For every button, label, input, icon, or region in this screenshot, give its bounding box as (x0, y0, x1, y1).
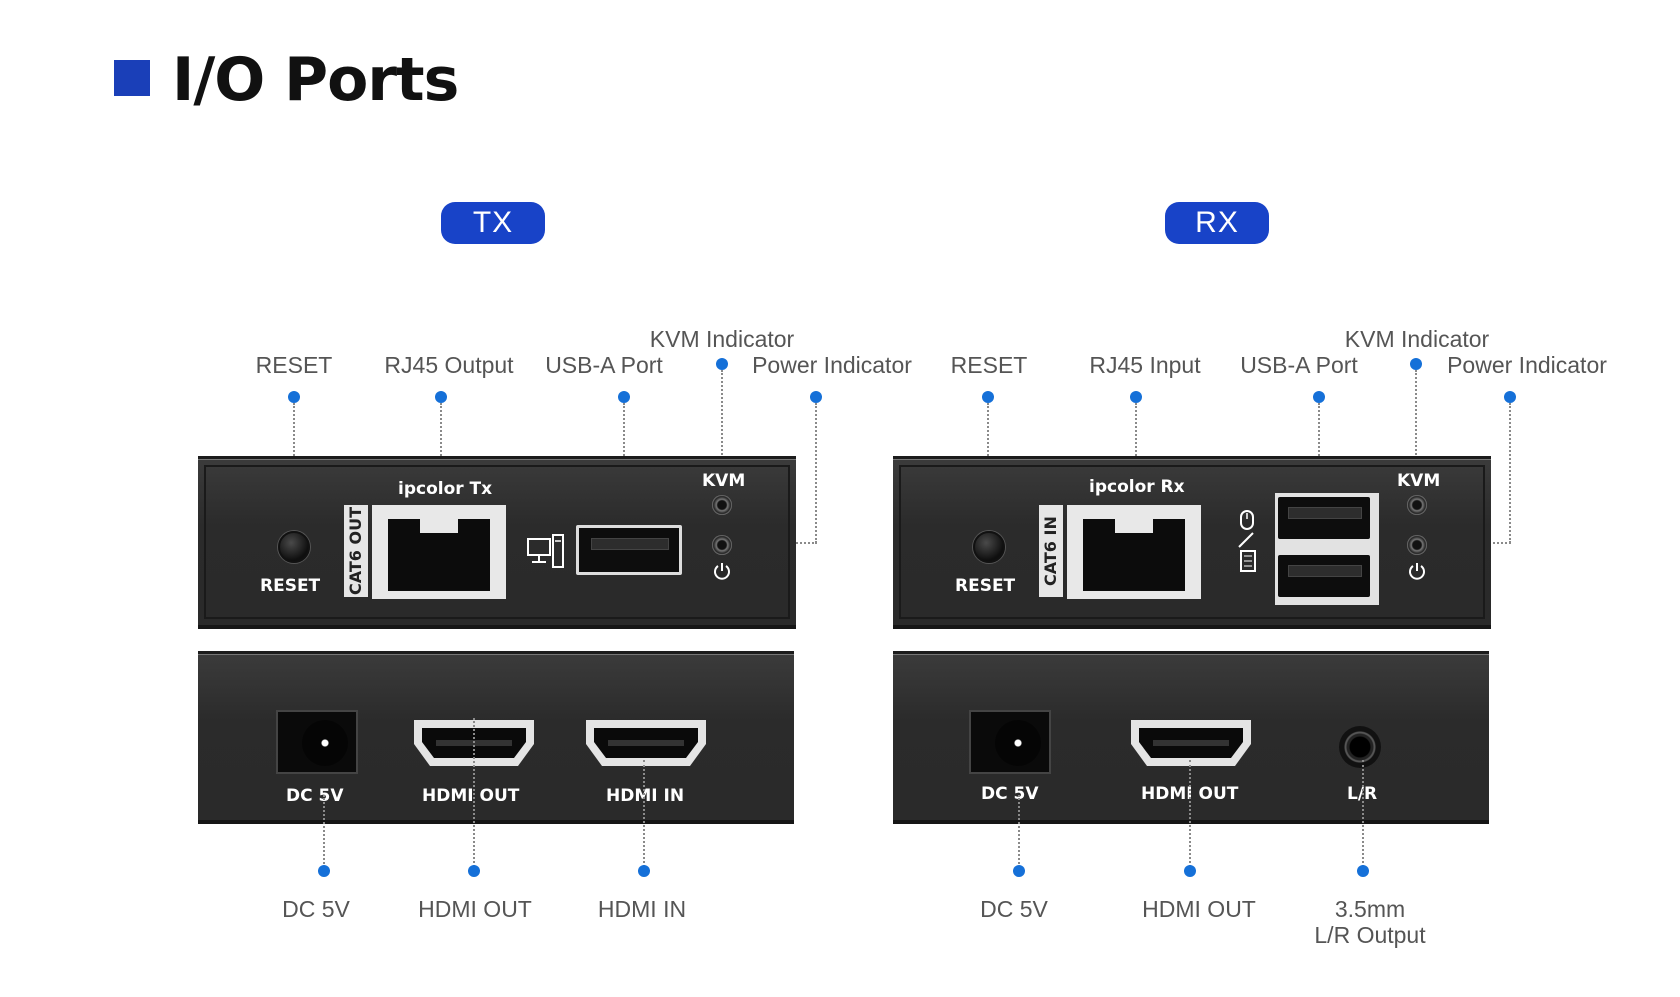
rx-front-bezel (899, 465, 1485, 619)
rx-reset-label: RESET (955, 576, 1016, 596)
tx-leader-power-v (815, 403, 817, 543)
rx-leader-hdmi-out (1189, 760, 1191, 871)
tx-callout-dc: DC 5V (282, 896, 350, 922)
rx-dot-reset (982, 391, 994, 403)
tx-callout-usb: USB-A Port (545, 352, 663, 378)
tx-kvm-label: KVM (702, 471, 746, 491)
tx-reset-button[interactable] (278, 531, 310, 563)
tx-front-bezel (204, 465, 790, 619)
tx-callout-hdmi-in: HDMI IN (597, 896, 687, 922)
tx-hdmi-in-label: HDMI IN (606, 786, 685, 806)
tx-usb-tongue (591, 538, 669, 550)
rx-dot-usb (1313, 391, 1325, 403)
tx-cat6-label: CAT6 OUT (344, 505, 368, 597)
rx-front-panel: ipcolor Rx RESET CAT6 IN KVM (893, 456, 1491, 629)
tx-hdmi-in-port[interactable] (584, 718, 708, 768)
tx-dc-input[interactable] (276, 710, 358, 774)
tx-reset-label: RESET (260, 576, 321, 596)
rx-callout-rj45: RJ45 Input (1089, 352, 1201, 378)
tx-dot-reset (288, 391, 300, 403)
rx-callout-usb: USB-A Port (1240, 352, 1358, 378)
rx-kvm-label: KVM (1397, 471, 1441, 491)
rx-dot-dc (1013, 865, 1025, 877)
rx-usb-stack (1275, 493, 1379, 605)
tx-front-panel: ipcolor Tx RESET CAT6 OUT KVM (198, 456, 796, 629)
tx-callout-reset: RESET (255, 352, 333, 378)
rx-rj45-port[interactable] (1067, 505, 1201, 599)
tx-hdmi-out-label: HDMI OUT (422, 786, 520, 806)
rx-dc-jack (995, 720, 1041, 766)
tx-brand-label: ipcolor Tx (398, 479, 493, 499)
tx-usb-a-port[interactable] (576, 525, 682, 575)
rx-badge: RX (1165, 202, 1269, 244)
tx-dot-power (810, 391, 822, 403)
power-icon (1409, 563, 1425, 580)
rx-callout-audio-line2: L/R Output (1314, 922, 1426, 948)
rx-dot-rj45 (1130, 391, 1142, 403)
rx-leader-dc (1018, 795, 1020, 871)
rx-callout-kvm: KVM Indicator (1344, 326, 1490, 352)
page-title: I/O Ports (172, 45, 459, 115)
rx-back-panel: DC 5V HDMI OUT L/R (893, 651, 1489, 824)
rx-dc-input[interactable] (969, 710, 1051, 774)
tx-back-panel: DC 5V HDMI OUT HDMI IN (198, 651, 794, 824)
tx-callout-kvm: KVM Indicator (649, 326, 795, 352)
rx-cat6-label: CAT6 IN (1039, 505, 1063, 597)
rx-rj45-latch (1115, 519, 1153, 533)
rx-dot-audio (1357, 865, 1369, 877)
tx-dc-jack (302, 720, 348, 766)
tx-kvm-led (712, 495, 732, 515)
rx-callout-hdmi-out: HDMI OUT (1142, 896, 1256, 922)
rx-audio-jack[interactable] (1339, 726, 1381, 768)
rx-leader-power-v (1509, 403, 1511, 543)
rx-dot-hdmi-out (1184, 865, 1196, 877)
rx-power-led (1407, 535, 1427, 555)
rx-brand-label: ipcolor Rx (1089, 477, 1185, 497)
rx-callout-reset: RESET (950, 352, 1028, 378)
keyboard-mouse-icon (1238, 510, 1256, 572)
title-bullet-square (114, 60, 150, 96)
rx-callout-audio-line1: 3.5mm (1334, 896, 1406, 922)
tx-dot-hdmi-in (638, 865, 650, 877)
rx-dc-label: DC 5V (981, 784, 1039, 804)
tx-rj45-latch (420, 519, 458, 533)
rx-usb-a-port-1[interactable] (1278, 497, 1370, 539)
rx-kvm-led (1407, 495, 1427, 515)
power-icon (714, 563, 730, 580)
rx-dot-power (1504, 391, 1516, 403)
tx-dot-usb (618, 391, 630, 403)
rx-callout-dc: DC 5V (980, 896, 1048, 922)
computer-icon (527, 534, 564, 568)
rx-hdmi-out-port[interactable] (1129, 718, 1253, 768)
tx-dot-kvm (716, 358, 728, 370)
tx-dc-label: DC 5V (286, 786, 344, 806)
tx-callout-power: Power Indicator (752, 352, 912, 378)
rx-callout-power: Power Indicator (1447, 352, 1607, 378)
tx-leader-dc (323, 795, 325, 871)
rx-usb2-tongue (1288, 565, 1362, 577)
tx-leader-hdmi-out (473, 718, 475, 871)
tx-leader-kvm (721, 370, 723, 495)
tx-badge: TX (441, 202, 545, 244)
tx-leader-hdmi-in (643, 760, 645, 871)
tx-dot-rj45 (435, 391, 447, 403)
rx-leader-audio (1362, 760, 1364, 871)
rx-dot-kvm (1410, 358, 1422, 370)
rx-leader-kvm (1415, 370, 1417, 495)
rx-reset-button[interactable] (973, 531, 1005, 563)
tx-rj45-port[interactable] (372, 505, 506, 599)
tx-callout-rj45: RJ45 Output (384, 352, 514, 378)
tx-dot-hdmi-out (468, 865, 480, 877)
tx-power-led (712, 535, 732, 555)
rx-usb-a-port-2[interactable] (1278, 555, 1370, 597)
tx-callout-hdmi-out: HDMI OUT (418, 896, 532, 922)
rx-usb1-tongue (1288, 507, 1362, 519)
tx-dot-dc (318, 865, 330, 877)
